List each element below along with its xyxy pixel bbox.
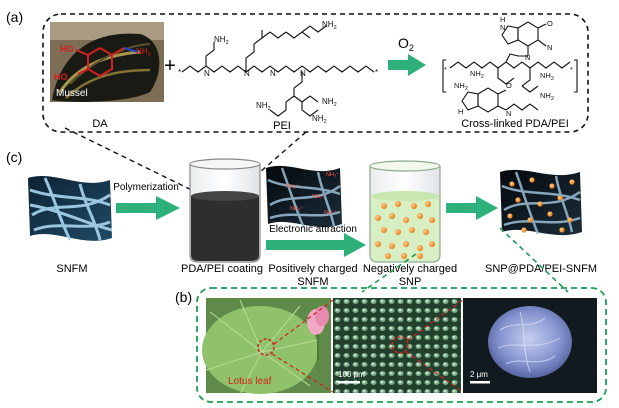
ho-label-1: HO — [60, 44, 74, 54]
subscript-2: 2 — [551, 76, 554, 82]
charge-tag-1: NH₃⁺ — [326, 171, 339, 178]
subscript-2: 2 — [226, 40, 229, 46]
snp-particles — [375, 201, 435, 259]
subscript-2: 2 — [334, 102, 337, 108]
subscript-2: 2 — [268, 106, 271, 112]
oxidant-label: O2 — [398, 35, 414, 53]
pei-n-2: N — [270, 69, 276, 78]
subscript-2: 2 — [551, 96, 554, 102]
callout-lines-a — [64, 127, 307, 201]
snp-beaker — [369, 160, 441, 263]
cl-o-top: O — [547, 19, 553, 28]
cl-n-mid: N — [525, 53, 530, 62]
electronic-attraction-label: Electronic attraction — [269, 224, 357, 235]
panel-a: HO HO NH2 Mussel DA + * * NH2 NH2 NH2 — [42, 13, 589, 133]
cl-n-top: N — [500, 23, 505, 32]
plus-sign: + — [164, 55, 176, 77]
subscript-2: 2 — [324, 119, 327, 125]
scale-label-2: 2 μm — [470, 370, 488, 379]
charge-tag-3: NH₃⁺ — [312, 193, 325, 200]
pei-n-1: N — [244, 69, 250, 78]
panel-letter-a: (a) — [6, 9, 23, 25]
cl-nh2-4: NH2 — [540, 91, 554, 102]
negative-label-2: SNP — [399, 276, 422, 288]
positive-label-1: Positively charged — [268, 263, 357, 275]
pei-nh2-3: NH2 — [322, 97, 337, 108]
charge-tag-5: NH₃⁺ — [324, 209, 337, 216]
crosslinked-structure — [442, 21, 578, 113]
charge-tags: NH₃⁺ NH₃⁺ NH₃⁺ NH₃⁺ NH₃⁺ — [286, 171, 339, 216]
sem-image-2 — [463, 298, 597, 393]
scale-bar-2 — [470, 381, 490, 384]
zoom-lines-2 — [405, 299, 464, 393]
da-label: DA — [92, 118, 108, 130]
snfm-fiber-mat — [28, 176, 113, 241]
cl-n-bottom: N — [506, 109, 511, 118]
lotus-leaf-photo — [202, 298, 331, 395]
pei-nh2-5: NH2 — [312, 114, 327, 125]
final-label: SNP@PDA/PEI-SNFM — [485, 263, 597, 275]
sem-image-1 — [333, 298, 461, 393]
pei-n-3: N — [300, 69, 306, 78]
zoom-lines-1 — [271, 299, 334, 393]
cl-n-top-2: N — [547, 43, 552, 52]
cl-nh2-1: NH2 — [470, 69, 484, 80]
panel-letter-c: (c) — [6, 149, 22, 165]
scale-bar-1 — [338, 381, 360, 384]
subscript-2: 2 — [465, 86, 468, 92]
pei-star-left: * — [178, 68, 181, 77]
pei-star-right: * — [375, 68, 378, 77]
panel-a-dashed-frame — [42, 13, 589, 133]
cl-h-bottom: H — [458, 107, 463, 116]
callout-lines-b — [361, 227, 569, 293]
crosslinked-label: Cross-linked PDA/PEI — [461, 118, 569, 130]
cl-star-right: * — [570, 65, 573, 74]
crosslinked-labels: H N O N N NH2 NH2 NH2 NH2 * * H O N — [444, 15, 573, 118]
coating-beaker — [189, 158, 261, 263]
mussel-photo — [50, 22, 164, 102]
final-mat — [500, 169, 582, 236]
mussel-nh2-label: NH2 — [136, 47, 151, 58]
polymerization-label: Polymerization — [113, 182, 179, 193]
cl-h-top: H — [500, 15, 505, 24]
panel-b-dashed-frame — [196, 287, 607, 403]
electronic-attraction-arrow — [266, 233, 366, 257]
subscript-2: 2 — [334, 25, 337, 31]
final-particles — [507, 177, 575, 233]
pei-nh2-1: NH2 — [214, 35, 229, 46]
pei-labels: * * NH2 NH2 NH2 NH2 NH2 N N N N — [178, 20, 378, 125]
ho-label-2: HO — [54, 72, 68, 82]
snfm-label: SNFM — [56, 263, 87, 275]
mussel-label: Mussel — [56, 88, 88, 99]
positive-snfm-mat: NH₃⁺ NH₃⁺ NH₃⁺ NH₃⁺ NH₃⁺ — [266, 165, 342, 229]
cl-star-left: * — [444, 65, 447, 74]
panel-letter-b: (b) — [175, 289, 192, 305]
coating-label: PDA/PEI coating — [181, 263, 263, 275]
cl-nh2-3: NH2 — [540, 71, 554, 82]
pei-label: PEI — [273, 120, 291, 132]
cl-o-bottom: O — [506, 81, 512, 90]
oxidation-arrow — [388, 54, 426, 76]
scale-label-1: 100 μm — [338, 370, 365, 379]
pei-n-4: N — [204, 69, 210, 78]
panel-b: Lotus leaf 100 μm — [196, 287, 607, 403]
final-arrow — [446, 196, 498, 220]
positive-label-2: SNFM — [297, 276, 328, 288]
panel-c: SNFM Polymerization PDA/PEI coating NH₃⁺ — [28, 158, 597, 288]
pei-nh2-2: NH2 — [322, 20, 337, 31]
subscript-2: 2 — [481, 74, 484, 80]
subscript-2: 2 — [148, 52, 151, 58]
negative-label-1: Negatively charged — [363, 263, 457, 275]
polymerization-arrow — [116, 196, 180, 220]
pei-structure — [181, 25, 375, 117]
pei-nh2-4: NH2 — [256, 101, 271, 112]
cl-nh2-2: NH2 — [454, 81, 468, 92]
charge-tag-4: NH₃⁺ — [290, 205, 303, 212]
lotus-leaf-label: Lotus leaf — [228, 376, 272, 387]
charge-tag-2: NH₃⁺ — [286, 183, 299, 190]
